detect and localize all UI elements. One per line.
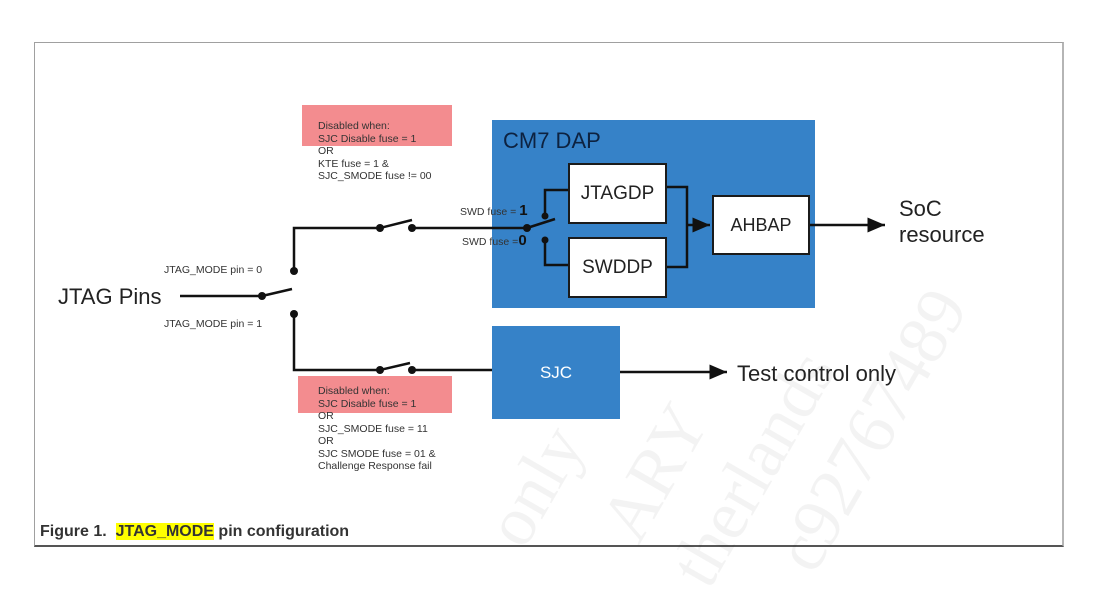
jtagdp-out-wire — [667, 185, 689, 269]
condition-line: SJC SMODE fuse = 01 & — [318, 447, 436, 460]
lower-switch-blade — [379, 361, 411, 372]
bottom-condition-highlight — [298, 376, 452, 413]
jtagdp-block: JTAGDP — [568, 163, 667, 224]
mode-pin-0-label: JTAG_MODE pin = 0 — [164, 264, 263, 276]
swddp-label: SWDDP — [582, 256, 653, 278]
swd-path-wire — [543, 240, 568, 267]
bottom-condition-text: Disabled when: SJC Disable fuse = 1 OR S… — [318, 385, 436, 473]
swddp-block: SWDDP — [568, 237, 667, 298]
upper-branch-wire — [292, 226, 380, 272]
jtagdp-label: JTAGDP — [580, 182, 655, 204]
figure-frame — [34, 42, 1064, 547]
switch-contact — [290, 310, 298, 318]
sjc-label: SJC — [539, 362, 573, 382]
switch-contact — [541, 212, 549, 220]
mode-switch-blade — [261, 287, 293, 298]
switch-contact — [376, 224, 384, 232]
ahbap-label: AHBAP — [730, 214, 792, 235]
condition-line: OR — [318, 410, 334, 422]
jtag-pins-label: JTAG Pins — [58, 284, 162, 309]
cm7-dap-title: CM7 DAP — [503, 128, 601, 153]
switch-contact — [523, 224, 531, 232]
swd-fuse-1-value: 1 — [519, 202, 528, 219]
condition-line: Disabled when: — [318, 385, 390, 397]
ahbap-block: AHBAP — [712, 195, 810, 255]
swd-fuse-0-text: SWD fuse = — [462, 236, 519, 248]
jtag-path-wire — [543, 188, 568, 217]
soc-resource-label: SoC resource — [899, 196, 985, 248]
figure-caption: Figure 1. JTAG_MODE pin configuration — [40, 523, 349, 541]
condition-line: SJC Disable fuse = 1 — [318, 132, 417, 145]
caption-suffix: pin configuration — [218, 523, 350, 540]
condition-line: KTE fuse = 1 & — [318, 157, 389, 170]
condition-line: Challenge Response fail — [318, 460, 432, 472]
swd-fuse-0-value: 0 — [518, 232, 527, 249]
swd-fuse-1-text: SWD fuse = — [460, 206, 517, 218]
swd-fuse-0-label: SWD fuse =0 — [462, 232, 527, 249]
condition-line: SJC Disable fuse = 1 — [318, 397, 417, 410]
soc-label-line: resource — [899, 222, 985, 247]
upper-switch-blade — [379, 218, 413, 230]
soc-label-line: SoC — [899, 196, 942, 221]
switch-contact — [258, 292, 266, 300]
switch-contact — [408, 366, 416, 374]
test-control-label: Test control only — [737, 361, 896, 386]
swd-switch-blade — [526, 217, 556, 230]
switch-contact — [541, 236, 549, 244]
condition-line: SJC_SMODE fuse = 11 — [318, 422, 428, 435]
top-condition-text: Disabled when: SJC Disable fuse = 1 OR K… — [318, 120, 432, 183]
wiring — [180, 185, 885, 380]
condition-line: OR — [318, 435, 334, 447]
mode-pin-1-label: JTAG_MODE pin = 1 — [164, 318, 263, 330]
top-condition-highlight — [302, 105, 452, 146]
swd-fuse-1-label: SWD fuse = 1 — [460, 202, 528, 219]
switch-contact — [408, 224, 416, 232]
condition-line: Disabled when: — [318, 120, 390, 132]
switch-contact — [290, 267, 298, 275]
caption-highlight: JTAG_MODE — [115, 523, 214, 540]
lower-branch-wire — [292, 313, 380, 372]
switch-contact — [376, 366, 384, 374]
condition-line: OR — [318, 145, 334, 157]
caption-prefix: Figure 1. — [40, 523, 107, 540]
condition-line: SJC_SMODE fuse != 00 — [318, 170, 432, 182]
sjc-block: SJC — [492, 326, 620, 419]
